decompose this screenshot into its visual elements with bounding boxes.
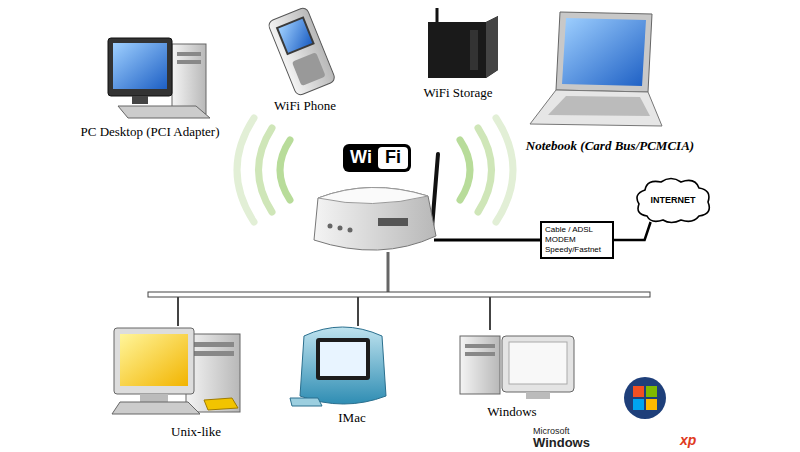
illustration-part	[118, 106, 210, 118]
illustration-part	[378, 218, 408, 226]
notebook-icon	[530, 12, 662, 126]
illustration-part	[140, 394, 168, 402]
illustration-part	[470, 30, 478, 70]
illustration-part	[496, 118, 513, 222]
router-icon	[314, 154, 438, 250]
illustration-part	[177, 52, 201, 56]
illustration-part	[290, 398, 322, 406]
device-caption: Windows	[487, 404, 536, 420]
illustration-part	[460, 336, 500, 394]
unix-pc-icon	[112, 328, 240, 414]
illustration-part	[489, 297, 491, 330]
link-line	[614, 222, 651, 240]
illustration-part	[132, 96, 148, 104]
illustration-part	[428, 16, 498, 78]
box-text: Cable / ADSL MODEM Speedy/Fastnet	[545, 225, 609, 255]
illustration-part	[633, 386, 644, 397]
device-caption: WiFi Storage	[423, 85, 492, 101]
modem-box: Cable / ADSL MODEM Speedy/Fastnet	[540, 221, 614, 259]
illustration-part	[276, 16, 315, 55]
illustration-part	[316, 338, 370, 380]
windows-pc-icon	[460, 336, 574, 399]
logo-text: Wi	[350, 147, 372, 169]
illustration-part	[114, 328, 194, 394]
illustration-part	[526, 392, 550, 399]
illustration-part	[320, 342, 366, 376]
illustration-part	[387, 252, 390, 294]
illustration-part	[343, 144, 411, 172]
illustration-part	[120, 334, 188, 386]
illustration-part	[460, 140, 470, 200]
imac-icon	[290, 327, 386, 406]
device-caption: IMac	[338, 410, 365, 426]
illustration-part	[434, 239, 541, 242]
illustration-part	[314, 187, 436, 250]
device-caption: Unix-like	[171, 424, 221, 440]
illustration-part	[177, 297, 179, 326]
cloud-shape	[637, 179, 709, 223]
wifi-phone-icon	[267, 7, 336, 97]
illustration-part	[562, 18, 646, 86]
network-link	[614, 222, 651, 240]
illustration-part	[432, 154, 438, 228]
pc-desktop-icon	[108, 38, 210, 118]
illustration-part	[646, 399, 657, 410]
illustration-part	[177, 60, 201, 64]
illustration-part	[338, 226, 343, 231]
device-caption: PC Desktop (PCI Adapter)	[80, 124, 219, 140]
brand-text: Windows	[533, 435, 590, 451]
illustration-part	[465, 352, 495, 356]
illustration-part	[530, 90, 662, 126]
illustration-part	[436, 8, 439, 22]
illustration-part	[280, 140, 290, 200]
illustration-part	[478, 128, 492, 212]
device-caption: WiFi Phone	[274, 98, 336, 114]
illustration-part	[172, 44, 206, 114]
illustration-part	[148, 292, 650, 297]
illustration-part	[348, 228, 353, 233]
illustration-part	[300, 327, 386, 404]
illustration-part	[646, 386, 657, 397]
illustration-part	[486, 16, 498, 78]
wifi-storage-icon	[428, 8, 498, 78]
illustration-part	[509, 342, 567, 384]
illustration-part	[465, 344, 495, 348]
wifi-logo	[343, 144, 411, 172]
illustration-part	[192, 342, 234, 347]
logo-text: Fi	[385, 147, 401, 169]
device-caption: Notebook (Card Bus/PCMCIA)	[526, 138, 694, 154]
illustration-part	[318, 187, 428, 203]
illustration-part	[357, 297, 359, 326]
illustration-part	[113, 43, 167, 89]
illustration-part	[259, 128, 273, 212]
illustration-part	[278, 19, 312, 53]
illustration-part	[328, 224, 333, 229]
illustration-part	[624, 377, 666, 419]
illustration-part	[292, 52, 326, 86]
illustration-part	[237, 118, 254, 222]
windows-logo	[624, 377, 666, 419]
illustration-part	[112, 402, 200, 414]
illustration-part	[502, 336, 574, 392]
illustration-part	[633, 399, 644, 410]
brand-text: xp	[680, 432, 696, 449]
illustration-part	[548, 96, 650, 116]
illustration-part	[204, 398, 238, 410]
internet-cloud: INTERNET	[633, 176, 713, 224]
cloud-label: INTERNET	[651, 195, 696, 205]
illustration-part	[192, 351, 234, 356]
illustration-part	[267, 7, 336, 97]
illustration-part	[378, 147, 408, 169]
illustration-part	[556, 12, 652, 92]
illustration-part	[108, 38, 172, 96]
